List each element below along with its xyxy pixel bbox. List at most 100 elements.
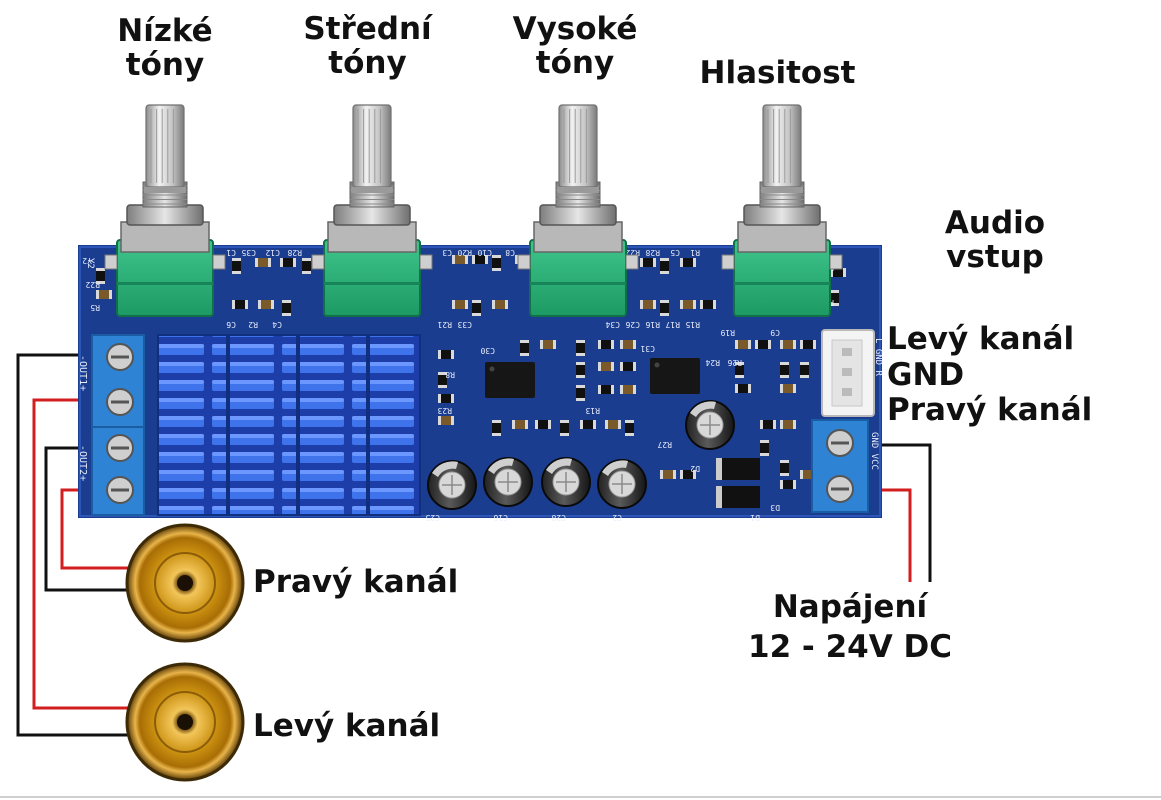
treble-potentiometer[interactable] bbox=[517, 104, 639, 317]
smd-part bbox=[780, 480, 796, 489]
smd-part bbox=[438, 416, 454, 425]
smd-part bbox=[620, 340, 636, 349]
smd-part bbox=[680, 470, 696, 479]
electrolytic-capacitor bbox=[685, 400, 735, 450]
smd-part bbox=[800, 362, 809, 378]
knob-label-treble-line1: Vysoké bbox=[512, 11, 638, 47]
output-terminal-1: -OUT1+ bbox=[77, 334, 145, 428]
smd-part bbox=[735, 340, 751, 349]
silkscreen-mark: D2 bbox=[690, 464, 700, 473]
left-speaker bbox=[125, 662, 245, 782]
silkscreen-mark: R1 bbox=[690, 248, 700, 257]
electrolytic-capacitor bbox=[597, 459, 647, 509]
audio-input-connector: L GND R bbox=[821, 329, 883, 417]
smd-part bbox=[660, 300, 669, 316]
power-label-line1: Napájení bbox=[772, 589, 928, 625]
silkscreen-mark: R13 bbox=[585, 406, 600, 415]
mid-potentiometer[interactable] bbox=[311, 104, 433, 317]
smd-part bbox=[452, 255, 468, 264]
smd-part bbox=[760, 440, 769, 456]
knob-label-treble-line2: tóny bbox=[535, 45, 615, 81]
smd-part bbox=[282, 300, 291, 316]
smd-part bbox=[800, 340, 816, 349]
knob-label-bass-line1: Nízké bbox=[117, 13, 213, 49]
smd-part bbox=[755, 340, 771, 349]
silkscreen-mark: C12 bbox=[265, 248, 280, 257]
audio-input-title-line2: vstup bbox=[946, 239, 1044, 275]
ic-chips bbox=[485, 358, 760, 508]
smd-part bbox=[492, 300, 508, 309]
audio-input-title-line1: Audio bbox=[944, 205, 1046, 241]
heatsink bbox=[157, 334, 421, 516]
wire-red-left-speaker bbox=[60, 488, 140, 570]
smd-part bbox=[576, 362, 585, 378]
silkscreen-mark: C4 bbox=[272, 320, 282, 329]
smd-part bbox=[625, 420, 634, 436]
bass-potentiometer[interactable] bbox=[104, 104, 226, 317]
audio-input-title: Audio vstup bbox=[920, 206, 1070, 274]
potentiometers bbox=[104, 104, 843, 317]
smd-part bbox=[780, 460, 789, 476]
smd-part bbox=[660, 470, 676, 479]
smd-part bbox=[780, 340, 796, 349]
power-pins-silkscreen: GND VCC bbox=[869, 432, 879, 470]
input-pin-right: Pravý kanál bbox=[887, 392, 1093, 428]
silkscreen-mark: R2 bbox=[248, 320, 258, 329]
smd-part bbox=[438, 394, 454, 403]
silkscreen-mark: R28 bbox=[287, 248, 302, 257]
smd-part bbox=[598, 385, 614, 394]
output-terminal-2: -OUT2+ bbox=[77, 426, 145, 516]
smd-part bbox=[512, 420, 528, 429]
silkscreen-mark: R24 bbox=[705, 358, 720, 367]
knob-label-volume-line1: Hlasitost bbox=[699, 55, 856, 91]
smd-part bbox=[492, 255, 501, 271]
smd-part bbox=[830, 290, 839, 306]
silkscreen-mark: R23 bbox=[437, 406, 452, 415]
input-pin-gnd: GND bbox=[887, 357, 965, 393]
smd-part bbox=[540, 340, 556, 349]
smd-part bbox=[560, 420, 569, 436]
silkscreen-mark: Y2 bbox=[82, 256, 92, 265]
volume-potentiometer[interactable] bbox=[721, 104, 843, 317]
silkscreen-mark: D3 bbox=[770, 503, 780, 512]
smd-part bbox=[438, 350, 454, 359]
smd-part bbox=[760, 420, 776, 429]
silkscreen-mark: C34 bbox=[605, 320, 620, 329]
speaker-label-right: Pravý kanál bbox=[253, 564, 459, 600]
silkscreen-mark: C6 bbox=[226, 320, 236, 329]
power-terminal: GND VCC bbox=[811, 419, 879, 513]
silkscreen-mark: C28 bbox=[551, 513, 566, 522]
knob-label-treble: Vysoké tóny bbox=[495, 12, 655, 80]
silkscreen-mark: R27 bbox=[657, 440, 672, 449]
smd-part bbox=[735, 384, 751, 393]
silkscreen-mark: C35 bbox=[241, 248, 256, 257]
smd-part bbox=[598, 340, 614, 349]
smd-part bbox=[258, 300, 274, 309]
out1-silkscreen: -OUT1+ bbox=[77, 355, 88, 391]
silkscreen-mark: R21 bbox=[437, 320, 452, 329]
smd-part bbox=[472, 300, 481, 316]
smd-part bbox=[640, 300, 656, 309]
smd-part bbox=[680, 300, 696, 309]
smd-part bbox=[700, 300, 716, 309]
wire-red-right-speaker-outer bbox=[32, 398, 140, 710]
electrolytic-capacitor bbox=[541, 457, 591, 507]
speaker-label-left: Levý kanál bbox=[253, 708, 441, 744]
input-pin-left: Levý kanál bbox=[887, 321, 1075, 357]
smd-part bbox=[580, 420, 596, 429]
silkscreen-mark: C31 bbox=[640, 344, 655, 353]
silkscreen-mark: C30 bbox=[480, 346, 495, 355]
smd-part bbox=[576, 385, 585, 401]
silkscreen-mark: R19 bbox=[720, 328, 735, 337]
smd-part bbox=[472, 255, 488, 264]
smd-part bbox=[780, 420, 796, 429]
smd-part bbox=[605, 420, 621, 429]
smd-part bbox=[255, 258, 271, 267]
silkscreen-mark: C8 bbox=[505, 248, 515, 257]
smd-part bbox=[452, 300, 468, 309]
smd-part bbox=[660, 258, 669, 274]
smd-part bbox=[735, 362, 744, 378]
power-label: Napájení 12 - 24V DC bbox=[725, 590, 975, 664]
smd-part bbox=[598, 362, 614, 371]
